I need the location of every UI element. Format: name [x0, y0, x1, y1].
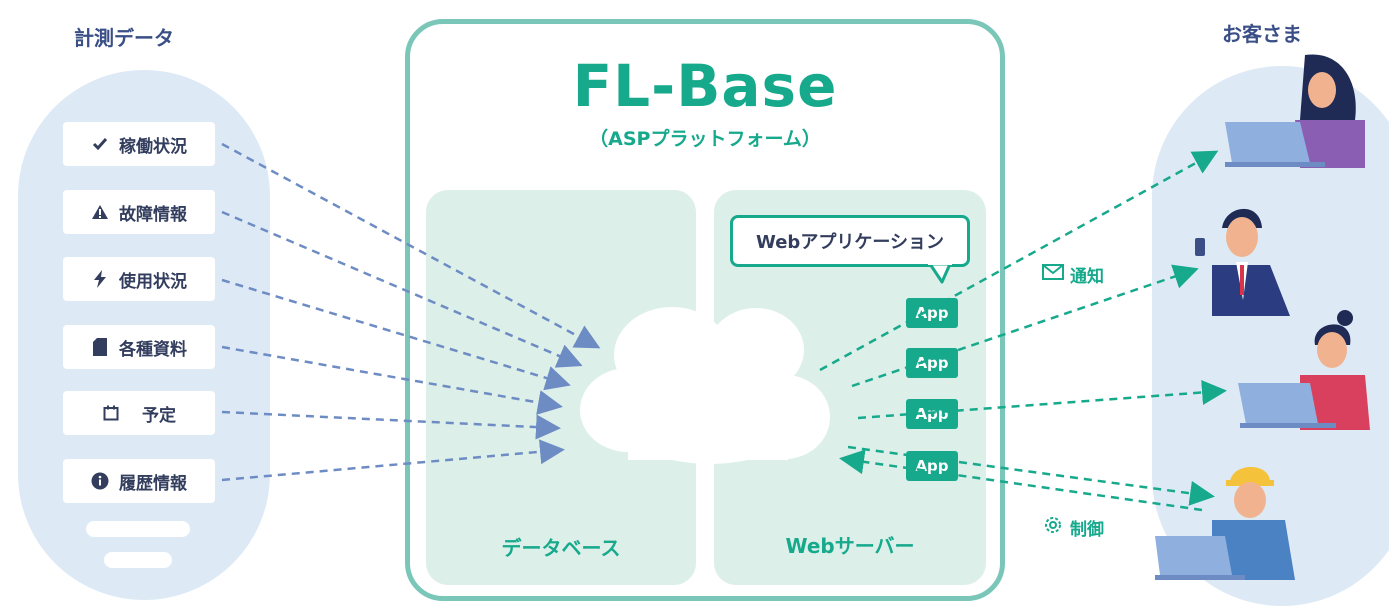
- data-item-operation-status: 稼働状況: [63, 122, 215, 166]
- arrow-usage-to-db: [221, 278, 571, 391]
- info-icon: [91, 472, 109, 490]
- arrow-app-to-customer-1: [819, 150, 1219, 372]
- arrow-app-to-customer-2: [851, 264, 1199, 388]
- data-item-label: 使用状況: [119, 271, 187, 292]
- customer-worker-helmet: [1155, 467, 1295, 580]
- database-label: データベース: [501, 536, 621, 560]
- calendar-icon: [102, 404, 120, 422]
- warning-icon: [91, 203, 109, 221]
- arrow-failure-to-db: [221, 210, 583, 368]
- fl-base-subtitle: （ASPプラットフォーム）: [589, 128, 821, 150]
- check-icon: [91, 135, 109, 153]
- data-item-documents: 各種資料: [63, 325, 215, 369]
- placeholder-bar: [104, 552, 172, 568]
- customer-woman-laptop-2: [1238, 310, 1370, 430]
- placeholder-bar: [86, 521, 190, 537]
- control-text: 制御: [1070, 520, 1104, 540]
- data-item-label: 履歴情報: [119, 473, 187, 494]
- notify-text: 通知: [1070, 267, 1104, 287]
- data-item-failure-info: 故障情報: [63, 190, 215, 234]
- data-item-label: 故障情報: [119, 204, 187, 225]
- gear-icon: [1042, 514, 1064, 541]
- mail-icon: [1042, 264, 1064, 285]
- arrow-app-to-customer-3: [857, 380, 1227, 420]
- measurement-data-title: 計測データ: [74, 26, 174, 50]
- data-item-label: 稼働状況: [119, 136, 187, 157]
- document-icon: [91, 338, 109, 356]
- app-badge: App: [906, 298, 958, 328]
- webserver-label: Webサーバー: [785, 534, 915, 558]
- customers-title: お客さま: [1222, 22, 1302, 46]
- web-application-bubble: Webアプリケーション: [730, 215, 970, 267]
- arrow-app-to-customer-4: [847, 445, 1215, 506]
- arrow-history-to-db: [221, 439, 565, 482]
- customer-businessman-phone: [1195, 208, 1290, 316]
- data-item-schedule: 予定: [63, 391, 215, 435]
- control-label: 制御: [1042, 514, 1104, 541]
- notify-label: 通知: [1042, 262, 1104, 287]
- lightning-icon: [91, 270, 109, 288]
- arrow-customer-to-app: [839, 449, 1203, 512]
- customer-woman-laptop-1: [1225, 54, 1365, 168]
- data-item-history: 履歴情報: [63, 459, 215, 503]
- arrow-schedule-to-db: [221, 410, 561, 440]
- fl-base-title: FL-Base: [572, 52, 838, 120]
- arrow-operation-to-db: [221, 142, 601, 349]
- arrow-documents-to-db: [221, 345, 563, 415]
- data-item-usage-status: 使用状況: [63, 257, 215, 301]
- data-item-label: 予定: [142, 405, 176, 426]
- data-item-label: 各種資料: [119, 339, 187, 360]
